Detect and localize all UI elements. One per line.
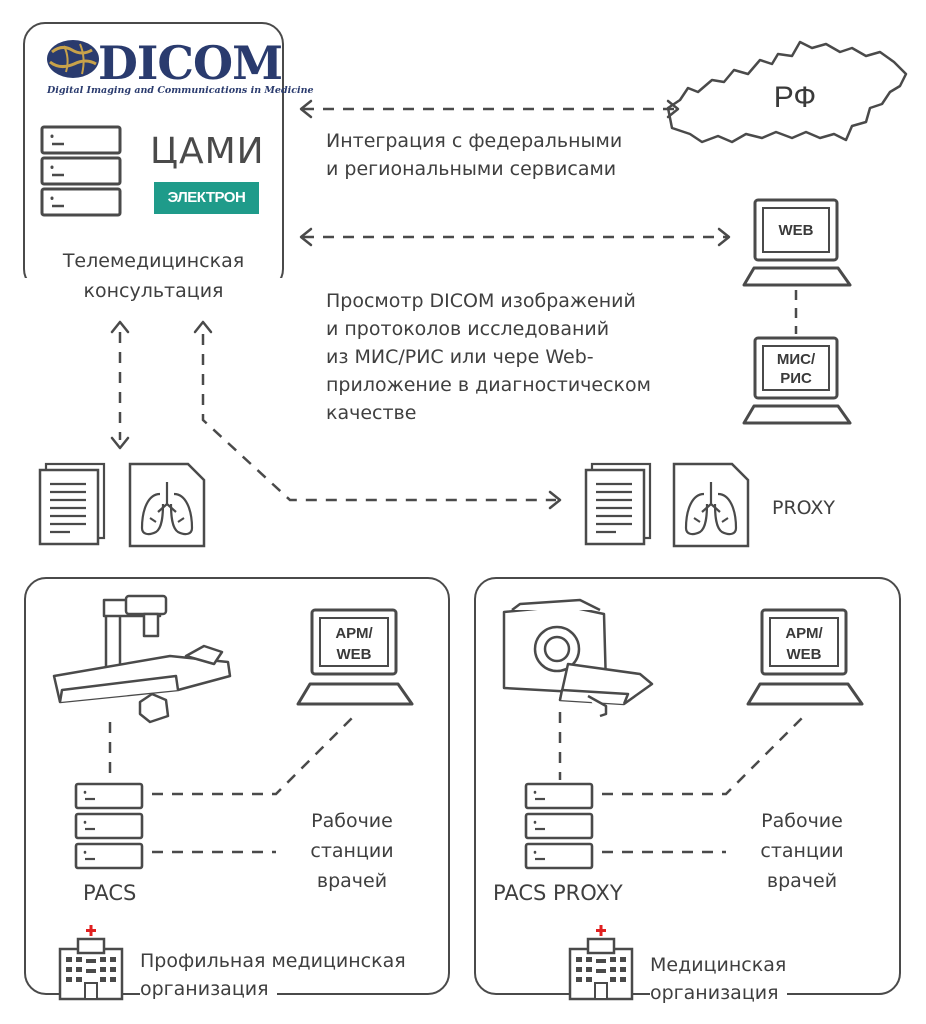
federal-text-1: Интеграция с федеральными xyxy=(326,130,623,152)
mis-monitor-label-2: РИС xyxy=(780,370,812,387)
angiography-device-icon xyxy=(52,594,232,724)
right-workstations-1: Рабочие xyxy=(761,810,843,832)
left-workstations-2: станции xyxy=(310,840,394,862)
arm-web-left-label-2: WEB xyxy=(337,646,372,663)
pacs-server-icon xyxy=(74,782,144,870)
mis-monitor-label-1: МИС/ xyxy=(777,351,816,368)
hospital-icon-left xyxy=(58,923,124,1001)
dicom-globe-icon xyxy=(47,40,99,78)
arm-web-right-label-1: АРМ/ xyxy=(785,625,823,642)
federal-text-2: и региональными сервисами xyxy=(326,158,617,180)
left-workstations-1: Рабочие xyxy=(311,810,393,832)
rf-label: РФ xyxy=(774,81,816,114)
web-monitor-icon xyxy=(742,198,852,287)
web-view-text-4: приложение в диагностическом xyxy=(326,374,651,396)
tsami-server-icon xyxy=(40,125,122,217)
telemedicine-label-1: Телемедицинская xyxy=(62,250,245,272)
left-workstations-3: врачей xyxy=(316,870,388,892)
tsami-title: ЦАМИ xyxy=(150,131,265,172)
web-view-text-5: качестве xyxy=(326,402,417,424)
web-view-text-3: из МИС/РИС или чере Web- xyxy=(326,346,594,368)
left-org-name-2: организация xyxy=(140,976,277,1002)
lung-scan-icon-left xyxy=(128,462,206,548)
arm-web-monitor-right-icon xyxy=(746,608,864,706)
document-icon-right xyxy=(584,462,652,546)
ct-scanner-icon xyxy=(502,598,654,718)
web-view-text-2: и протоколов исследований xyxy=(326,318,610,340)
arm-web-left-label-1: АРМ/ xyxy=(335,625,373,642)
right-workstations-3: врачей xyxy=(766,870,838,892)
pacs-proxy-label: PACS PROXY xyxy=(493,881,623,905)
left-org-name-1: Профильная медицинская xyxy=(140,950,406,972)
proxy-label: PROXY xyxy=(772,497,836,519)
right-workstations-2: станции xyxy=(760,840,844,862)
pacs-label: PACS xyxy=(83,881,137,905)
arm-web-monitor-left-icon xyxy=(296,608,414,706)
elektron-logo: ЭЛЕКТРОН xyxy=(154,182,259,214)
dicom-logo: DICOM xyxy=(98,36,283,90)
document-icon-left xyxy=(38,462,106,546)
web-monitor-label: WEB xyxy=(779,222,814,239)
arrow-heads xyxy=(110,99,731,510)
hospital-icon-right xyxy=(568,923,634,1001)
lung-scan-icon-right xyxy=(672,462,750,548)
pacs-proxy-server-icon xyxy=(524,782,594,870)
telemedicine-label-2: консультация xyxy=(23,278,284,304)
right-org-name-1: Медицинская xyxy=(650,954,787,976)
web-view-text-1: Просмотр DICOM изображений xyxy=(326,290,636,312)
arm-web-right-label-2: WEB xyxy=(787,646,822,663)
russia-map-icon xyxy=(666,40,908,144)
right-org-name-2: организация xyxy=(650,980,787,1006)
dicom-tagline: Digital Imaging and Communications in Me… xyxy=(47,85,314,96)
mis-monitor-icon xyxy=(742,336,852,425)
dashed-connectors xyxy=(108,107,809,854)
